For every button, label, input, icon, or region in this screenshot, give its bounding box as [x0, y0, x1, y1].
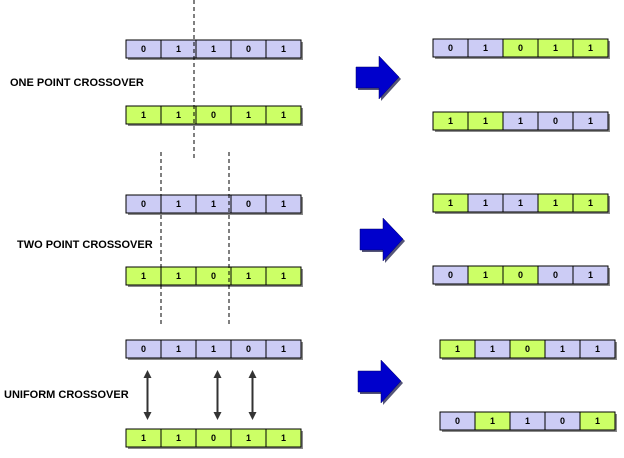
section3-parent2-bit-4: 1 [246, 433, 251, 443]
section2-block-arrow [359, 217, 404, 262]
section1-parent1-bit-3: 1 [211, 44, 216, 54]
uniform-crossover-label: UNIFORM CROSSOVER [4, 389, 129, 401]
section2-offspring1-bit-2: 1 [483, 198, 488, 208]
section3-parent1-bit-2: 1 [176, 344, 181, 354]
section3-offspring1-bit-3: 0 [525, 344, 530, 354]
section2-parent1-bit-2: 1 [176, 199, 181, 209]
section2-offspring2-bit-4: 0 [553, 270, 558, 280]
section3-block-arrow [357, 359, 402, 404]
section1-offspring1-bit-3: 0 [518, 43, 523, 53]
section1-offspring1-bit-2: 1 [483, 43, 488, 53]
one-point-crossover-label: ONE POINT CROSSOVER [10, 77, 144, 89]
section3-parent2-bit-1: 1 [141, 433, 146, 443]
section1-offspring1-bit-1: 0 [448, 43, 453, 53]
section1-offspring2-bit-3: 1 [518, 116, 523, 126]
section2-offspring1-bit-3: 1 [518, 198, 523, 208]
section3-offspring1-bit-4: 1 [560, 344, 565, 354]
section3-offspring1-cell-5 [579, 339, 616, 359]
section1-parent1-bit-4: 0 [246, 44, 251, 54]
section2-parent2-cell-5 [265, 266, 302, 286]
section3-offspring2-bit-3: 1 [525, 416, 530, 426]
section2-offspring1-cell-5 [572, 193, 609, 213]
section1-parent1-bit-2: 1 [176, 44, 181, 54]
section1-parent2-bit-3: 0 [211, 110, 216, 120]
section1-parent2-bit-2: 1 [176, 110, 181, 120]
section1-parent2-bit-5: 1 [281, 110, 286, 120]
section2-parent1-bit-3: 1 [211, 199, 216, 209]
section3-offspring1-bit-2: 1 [490, 344, 495, 354]
uniform-swap-arrow-2-head-bottom [213, 412, 222, 420]
section2-offspring1-bit-1: 1 [448, 198, 453, 208]
section1-offspring2-cell-5 [572, 111, 609, 131]
section2-offspring1-bit-4: 1 [553, 198, 558, 208]
two-point-crossover-label: TWO POINT CROSSOVER [17, 239, 153, 251]
section3-parent2-cell-5 [265, 428, 302, 448]
section3-parent1-bit-1: 0 [141, 344, 146, 354]
section2-parent2-bit-3: 0 [211, 271, 216, 281]
section1-offspring2-bit-5: 1 [588, 116, 593, 126]
section2-parent1-cell-5 [265, 194, 302, 214]
section2-parent1-bit-1: 0 [141, 199, 146, 209]
section3-offspring1-bit-1: 1 [455, 344, 460, 354]
section2-offspring2-cell-5 [572, 265, 609, 285]
section1-offspring2-bit-1: 1 [448, 116, 453, 126]
section3-parent2-bit-3: 0 [211, 433, 216, 443]
section2-parent2-bit-4: 1 [246, 271, 251, 281]
section1-parent1-bit-1: 0 [141, 44, 146, 54]
section3-offspring2-cell-5 [579, 411, 616, 431]
section3-offspring2-bit-5: 1 [595, 416, 600, 426]
section2-parent2-bit-1: 1 [141, 271, 146, 281]
section2-parent2-bit-2: 1 [176, 271, 181, 281]
section3-parent1-bit-3: 1 [211, 344, 216, 354]
section3-offspring2-bit-1: 0 [455, 416, 460, 426]
uniform-swap-arrow-2-head-top [213, 370, 222, 378]
section3-offspring2-bit-2: 1 [490, 416, 495, 426]
section1-parent1-cell-5 [265, 39, 302, 59]
section1-offspring1-bit-4: 1 [553, 43, 558, 53]
section2-parent1-bit-4: 0 [246, 199, 251, 209]
section1-offspring1-bit-5: 1 [588, 43, 593, 53]
section3-parent1-cell-5 [265, 339, 302, 359]
section1-offspring2-bit-2: 1 [483, 116, 488, 126]
section1-parent2-bit-1: 1 [141, 110, 146, 120]
section3-offspring2-bit-4: 0 [560, 416, 565, 426]
section2-offspring2-bit-2: 1 [483, 270, 488, 280]
section1-offspring2-bit-4: 0 [553, 116, 558, 126]
section2-parent1-bit-5: 1 [281, 199, 286, 209]
uniform-swap-arrow-1-head-top [143, 370, 152, 378]
section1-block-arrow [355, 55, 400, 100]
section2-offspring2-bit-1: 0 [448, 270, 453, 280]
section3-parent1-bit-4: 0 [246, 344, 251, 354]
section2-offspring2-bit-3: 0 [518, 270, 523, 280]
uniform-swap-arrow-3-head-bottom [248, 412, 257, 420]
section3-parent2-bit-2: 1 [176, 433, 181, 443]
section2-offspring2-bit-5: 1 [588, 270, 593, 280]
section3-parent1-bit-5: 1 [281, 344, 286, 354]
section1-parent1-bit-5: 1 [281, 44, 286, 54]
section1-parent2-bit-4: 1 [246, 110, 251, 120]
section3-parent2-bit-5: 1 [281, 433, 286, 443]
section1-parent2-cell-5 [265, 105, 302, 125]
section1-offspring1-cell-5 [572, 38, 609, 58]
uniform-swap-arrow-1-head-bottom [143, 412, 152, 420]
section2-parent2-bit-5: 1 [281, 271, 286, 281]
section2-offspring1-bit-5: 1 [588, 198, 593, 208]
section3-offspring1-bit-5: 1 [595, 344, 600, 354]
uniform-swap-arrow-3-head-top [248, 370, 257, 378]
